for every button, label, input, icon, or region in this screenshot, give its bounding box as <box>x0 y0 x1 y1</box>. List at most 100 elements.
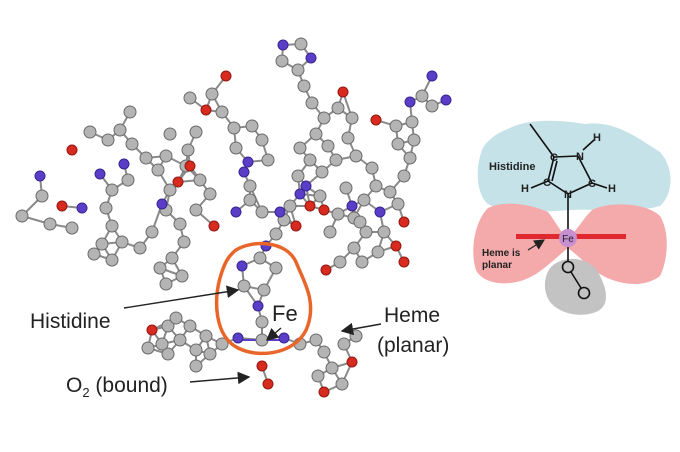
histidine-ring-bonds <box>529 123 608 230</box>
ring-c2: C <box>543 177 551 189</box>
oxygen-atom <box>220 70 232 82</box>
carbon-atom <box>349 149 363 163</box>
carbon-atom <box>115 235 129 249</box>
carbon-atom <box>87 247 101 261</box>
histidine-arrow <box>123 285 240 309</box>
carbon-atom <box>369 179 383 193</box>
nitrogen-atom <box>274 206 286 218</box>
carbon-atom <box>315 165 329 179</box>
carbon-atom <box>101 133 115 147</box>
heme-planar-label: (planar) <box>377 334 449 357</box>
carbon-atom <box>215 337 229 351</box>
carbon-atom <box>425 99 439 113</box>
oxygen-atom <box>262 378 274 390</box>
carbon-atom <box>341 131 355 145</box>
nitrogen-atom <box>94 168 106 180</box>
carbon-atom <box>43 217 57 231</box>
carbon-atom <box>323 225 337 239</box>
nitrogen-atom <box>156 198 168 210</box>
carbon-atom <box>173 217 187 231</box>
oxygen-atom <box>184 160 196 172</box>
o2-atom-1 <box>561 260 575 274</box>
oxygen-atom <box>370 114 382 126</box>
oxygen-atom <box>320 264 332 276</box>
carbon-atom <box>333 255 347 269</box>
carbon-atom <box>145 225 159 239</box>
carbon-atom <box>294 37 308 51</box>
carbon-atom <box>383 185 397 199</box>
carbon-atom <box>347 241 361 255</box>
nitrogen-atom <box>426 70 438 82</box>
carbon-atom <box>99 201 113 215</box>
carbon-atom <box>203 187 217 201</box>
carbon-atom <box>355 255 369 269</box>
carbon-atom <box>113 123 127 137</box>
carbon-atom <box>161 347 175 361</box>
carbon-atom <box>121 173 135 187</box>
carbon-atom <box>163 127 177 141</box>
carbon-atom <box>189 343 203 357</box>
carbon-atom <box>255 133 269 147</box>
carbon-atom <box>291 169 305 183</box>
carbon-atom <box>155 337 169 351</box>
nitrogen-atom <box>242 156 254 168</box>
carbon-atom <box>291 63 305 77</box>
carbon-atom <box>123 105 137 119</box>
ring-c3: C <box>588 178 596 190</box>
carbon-atom <box>337 337 351 351</box>
carbon-atom <box>65 221 79 235</box>
carbon-atom <box>83 125 97 139</box>
o-o-bond <box>570 271 582 289</box>
nitrogen-atom <box>76 202 88 214</box>
carbon-atom <box>161 319 175 333</box>
carbon-atom <box>133 241 147 255</box>
carbon-atom <box>311 369 325 383</box>
nitrogen-atom <box>440 94 452 106</box>
carbon-atom <box>397 169 411 183</box>
oxygen-atom <box>318 204 330 216</box>
carbon-atom <box>345 111 359 125</box>
nitrogen-atom <box>34 170 46 182</box>
carbon-atom <box>293 141 307 155</box>
carbon-atom <box>309 333 323 347</box>
carbon-atom <box>275 54 289 68</box>
carbon-atom <box>269 227 283 241</box>
nitrogen-atom <box>277 39 289 51</box>
oxygen-atom <box>56 200 68 212</box>
carbon-atom <box>245 119 259 133</box>
schematic-heme-arrow <box>527 239 546 251</box>
nitrogen-atom <box>236 260 248 272</box>
carbon-atom <box>183 319 197 333</box>
oxygen-atom <box>398 256 410 268</box>
carbon-atom <box>141 341 155 355</box>
carbon-atom <box>389 119 403 133</box>
carbon-atom <box>159 149 173 163</box>
carbon-atom <box>183 91 197 105</box>
carbon-atom <box>255 315 269 329</box>
carbon-atom <box>173 333 187 347</box>
carbon-atom <box>193 173 207 187</box>
ring-n1: N <box>576 151 584 163</box>
oxygen-atom <box>304 200 316 212</box>
ring-h3: H <box>608 183 616 195</box>
schematic-fe-label: Fe <box>562 234 574 245</box>
carbon-atom <box>227 121 241 135</box>
nitrogen-atom <box>118 158 130 170</box>
carbon-atom <box>339 181 353 195</box>
carbon-atom <box>325 361 339 375</box>
oxygen-atom <box>256 360 268 372</box>
carbon-atom <box>105 253 119 267</box>
ring-h2: H <box>521 183 529 195</box>
carbon-atom <box>313 189 327 203</box>
carbon-atom <box>229 141 243 155</box>
carbon-atom <box>415 89 429 103</box>
carbon-atom <box>331 207 345 221</box>
carbon-atom <box>243 193 257 207</box>
carbon-atom <box>391 197 405 211</box>
carbon-atom <box>175 269 189 283</box>
carbon-atom <box>405 115 419 129</box>
oxygen-atom <box>146 324 158 336</box>
nitrogen-atom <box>374 206 386 218</box>
carbon-atom <box>237 279 251 293</box>
